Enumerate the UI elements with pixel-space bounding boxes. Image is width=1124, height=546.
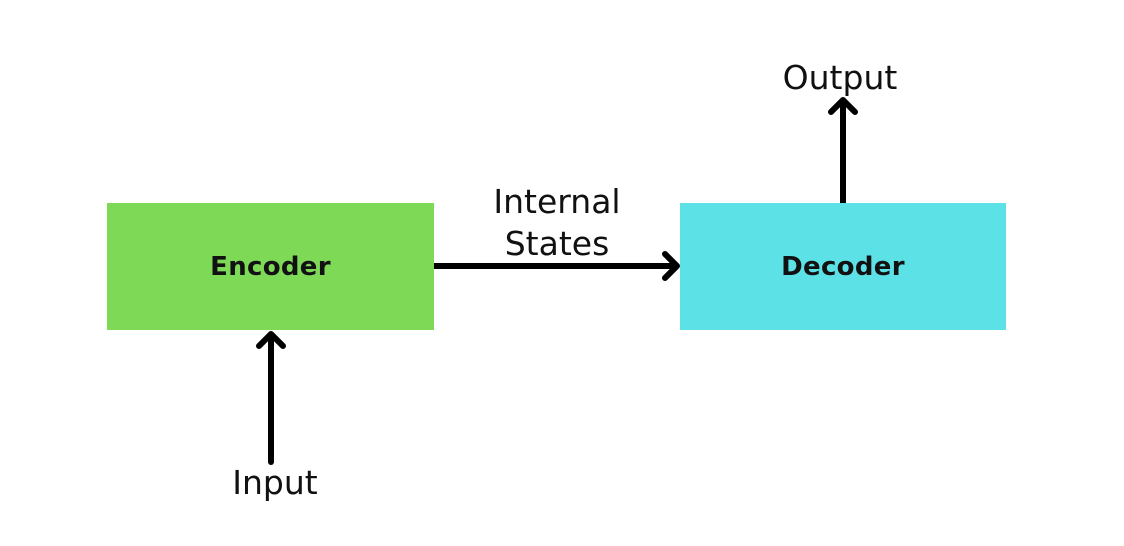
output-arrow [828, 97, 858, 206]
input-arrow [256, 331, 286, 465]
input-label: Input [232, 463, 318, 502]
decoder-label: Decoder [781, 251, 905, 282]
decoder-box: Decoder [680, 203, 1006, 330]
internal-states-arrow [431, 251, 680, 281]
internal-states-line2: States [504, 224, 610, 263]
output-label: Output [782, 58, 898, 97]
encoder-label: Encoder [210, 251, 331, 282]
encoder-box: Encoder [107, 203, 434, 330]
internal-states-line1: Internal [493, 182, 621, 221]
internal-states-label: Internal States [452, 181, 662, 265]
